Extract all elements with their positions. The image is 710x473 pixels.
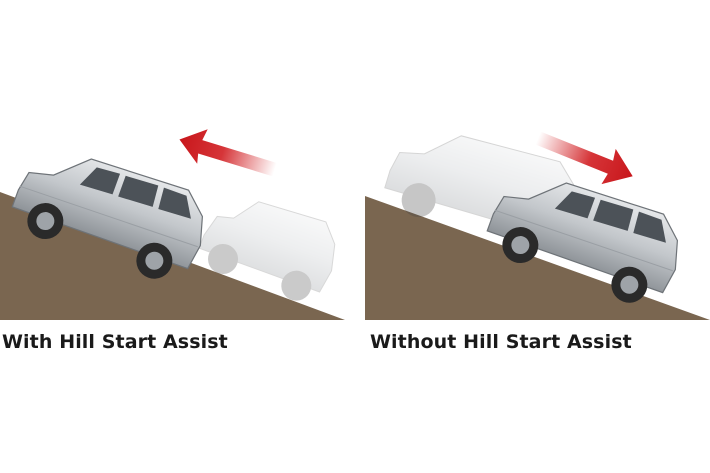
vehicle-rolled-back [486, 182, 679, 303]
caption-without-hsa: Without Hill Start Assist [370, 331, 632, 353]
arrow-forward-icon [179, 129, 277, 177]
without-hsa-scene [365, 131, 710, 320]
vehicle-held [11, 158, 204, 279]
with-hsa-scene [0, 129, 345, 320]
caption-with-hsa: With Hill Start Assist [2, 331, 228, 353]
ghost-vehicle [198, 201, 336, 301]
arrow-rollback-icon [535, 131, 633, 185]
